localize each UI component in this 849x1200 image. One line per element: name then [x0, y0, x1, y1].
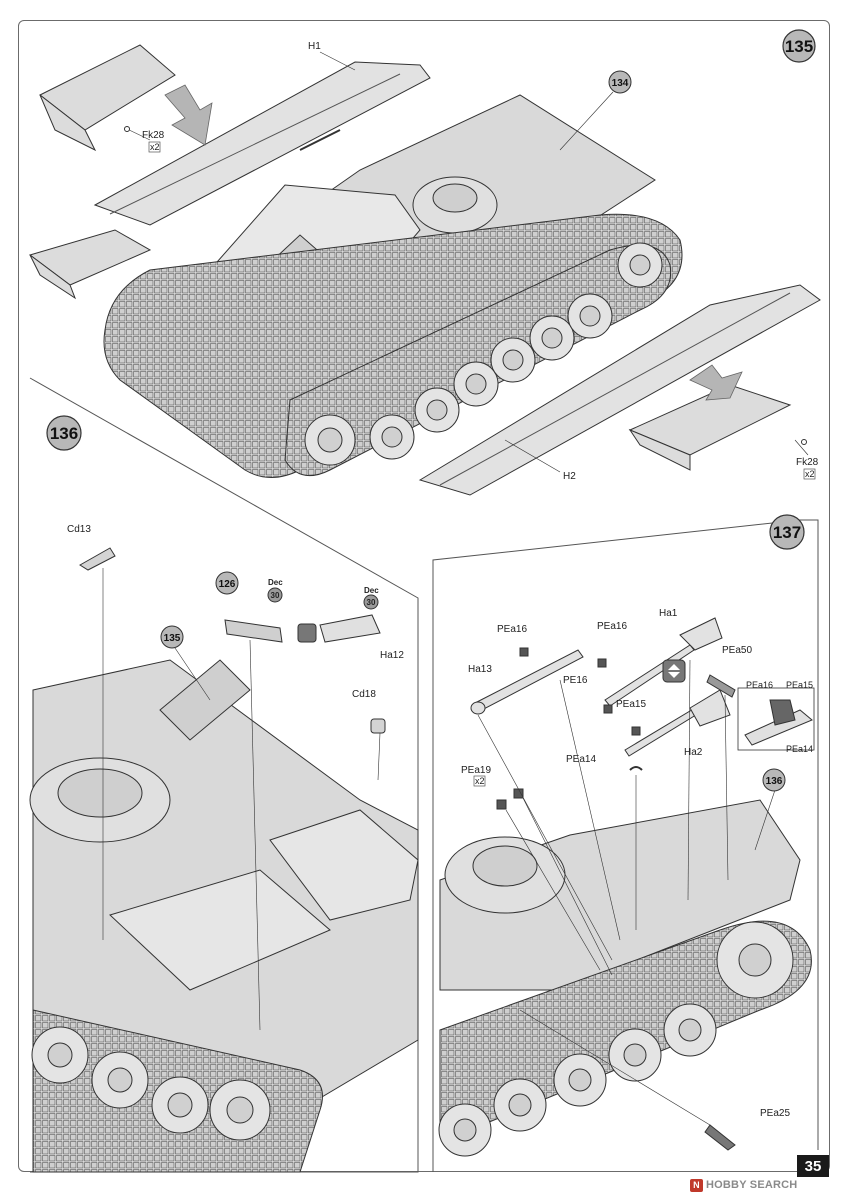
ref-136-number: 136	[766, 776, 783, 787]
decal-swap-icon	[297, 623, 317, 643]
ha12-part	[319, 614, 381, 643]
swap-icon	[662, 659, 686, 683]
ref-136-badge	[762, 768, 786, 792]
decal-badge-right	[363, 594, 379, 610]
fk28-part-right	[801, 439, 807, 445]
step-135-number: 135	[785, 37, 813, 56]
label-cd18: Cd18	[352, 689, 376, 700]
hull-side-drawing	[438, 799, 812, 1157]
decal-label-right: Dec	[364, 586, 379, 595]
hull-rear-drawing	[29, 659, 419, 1173]
decal-label-left: Dec	[268, 578, 283, 587]
page-border	[18, 20, 830, 1172]
label-pea50: PEa50	[722, 645, 752, 656]
page-number: 35	[797, 1155, 829, 1177]
ref-135-badge	[160, 625, 184, 649]
step-137-section: 137	[432, 514, 819, 1172]
arrow-graphic	[164, 84, 213, 146]
pioneer-tools	[470, 617, 736, 1151]
decal-badge-left	[267, 587, 283, 603]
label-ha12: Ha12	[380, 650, 404, 661]
tool-box-part-126	[224, 619, 283, 643]
label-ha13: Ha13	[468, 664, 492, 675]
decal-number-right: 30	[367, 598, 376, 607]
left-fender-part	[28, 44, 176, 300]
road-wheels	[304, 242, 663, 466]
label-pea19: PEa19	[461, 765, 491, 776]
step-136-section: 136 Cd13 Cd18 Ha12	[29, 377, 419, 1173]
ref-134-badge	[608, 70, 632, 94]
decal-number-left: 30	[271, 591, 280, 600]
leader-lines	[477, 659, 776, 1126]
label-fk28-right: Fk28	[796, 457, 819, 468]
watermark: N HOBBY SEARCH	[690, 1177, 797, 1193]
arrow-graphic	[689, 364, 743, 401]
ref-135-number: 135	[164, 633, 181, 644]
pea25-part	[704, 1124, 736, 1151]
label-h2: H2	[563, 471, 576, 482]
step-136-number: 136	[50, 424, 78, 443]
cd18-part	[370, 718, 386, 734]
step-137-number: 137	[773, 523, 801, 542]
step-135-section: H1 H2 Fk28 x2 Fk28 x2 135 134	[28, 29, 821, 496]
watermark-logo-icon: N	[690, 1178, 703, 1192]
ref-134-number: 134	[612, 78, 629, 89]
ref-126-number: 126	[219, 579, 236, 590]
step-137-frame	[432, 519, 819, 1172]
pea19-part-b	[513, 788, 524, 799]
label-h1: H1	[308, 41, 321, 52]
label-pea19-qty: x2	[475, 776, 485, 786]
h1-rail-part	[93, 61, 431, 226]
ha1-shovel-blade	[679, 617, 723, 651]
label-ha1: Ha1	[659, 608, 678, 619]
fk28-part-left	[124, 126, 130, 132]
label-detail-pea16: PEa16	[746, 680, 773, 690]
pea50-part	[706, 674, 736, 698]
step-137-badge	[769, 514, 805, 550]
label-fk28-right-qty: x2	[805, 469, 815, 479]
label-pea14: PEa14	[566, 754, 596, 765]
watermark-text: HOBBY SEARCH	[706, 1179, 798, 1191]
label-pea16-c: PE16	[563, 675, 588, 686]
label-pea16-a: PEa16	[497, 624, 527, 635]
label-pea15: PEa15	[616, 699, 646, 710]
detail-inset	[737, 687, 815, 751]
label-pea25: PEa25	[760, 1108, 790, 1119]
label-detail-pea14: PEa14	[786, 744, 813, 754]
label-fk28-left-qty: x2	[150, 142, 160, 152]
label-fk28-left: Fk28	[142, 130, 165, 141]
cd13-part	[79, 547, 116, 571]
label-pea16-b: PEa16	[597, 621, 627, 632]
h2-rail-part	[418, 284, 821, 496]
step-136-badge	[46, 415, 82, 451]
step-135-badge	[782, 29, 816, 63]
label-detail-pea15: PEa15	[786, 680, 813, 690]
label-ha2: Ha2	[684, 747, 703, 758]
label-cd13: Cd13	[67, 524, 91, 535]
pea19-part-a	[496, 799, 507, 810]
leader-lines	[102, 568, 381, 1031]
ha2-shovel-blade	[689, 689, 731, 727]
pea14-part	[629, 766, 643, 771]
ref-126-badge	[215, 571, 239, 595]
